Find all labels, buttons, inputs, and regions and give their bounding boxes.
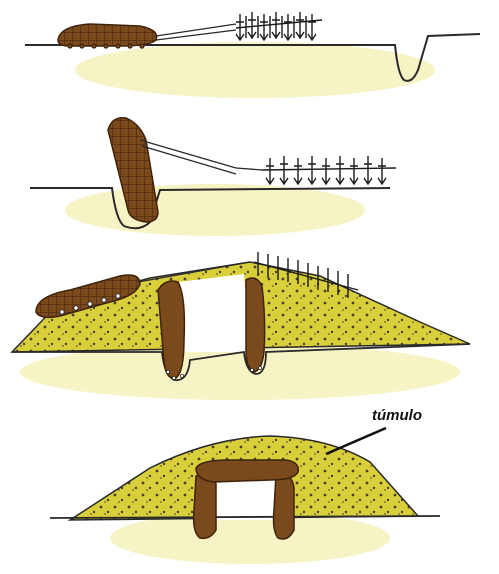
ropes	[156, 24, 236, 40]
stage-2-raising-orthostat	[30, 118, 396, 236]
label-pointer	[326, 428, 386, 454]
chamber-gap	[212, 480, 280, 520]
megalith-stone	[58, 24, 157, 46]
tumulus-label: túmulo	[372, 407, 422, 424]
ropes	[140, 140, 236, 174]
stage-3-ramp-capstone	[12, 252, 470, 400]
stage-4-finished-tumulus: túmulo	[50, 407, 440, 564]
people-pulling	[236, 12, 322, 40]
ground-shadow	[75, 42, 435, 98]
orthostat-right	[246, 278, 265, 372]
ground-shadow	[65, 184, 365, 236]
people-pulling	[262, 156, 396, 184]
stage-1-transport	[25, 12, 480, 98]
orthostat-left	[194, 474, 216, 538]
orthostat-right	[274, 474, 295, 539]
capstone	[196, 460, 298, 482]
